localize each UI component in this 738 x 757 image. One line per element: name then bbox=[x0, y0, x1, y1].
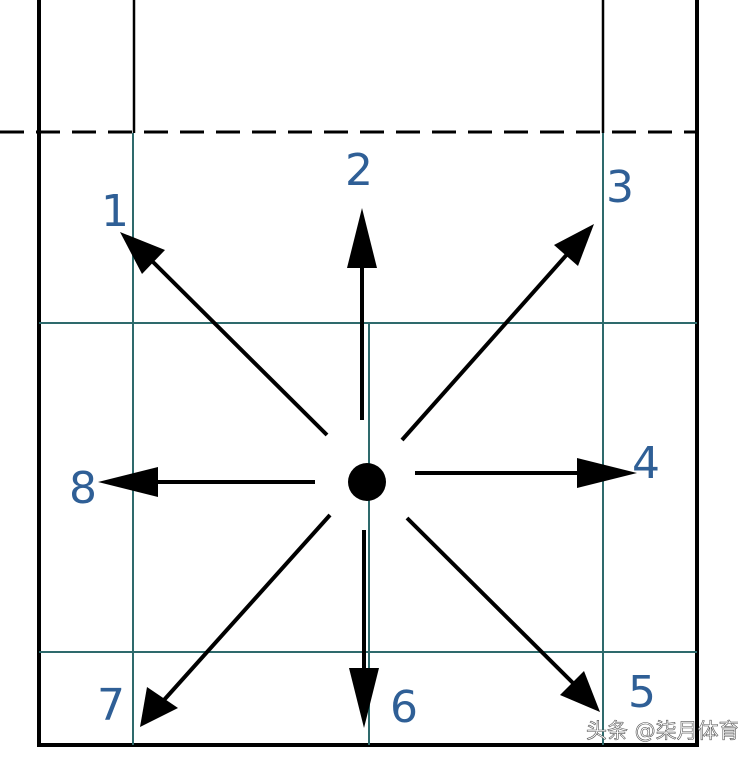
court-lines bbox=[0, 0, 699, 747]
label-6: 6 bbox=[390, 682, 418, 733]
arrows bbox=[98, 208, 637, 728]
label-2: 2 bbox=[345, 145, 373, 196]
arrow-4 bbox=[415, 458, 637, 488]
label-8: 8 bbox=[69, 463, 97, 514]
direction-labels: 1 2 3 4 5 6 7 8 bbox=[69, 145, 660, 733]
arrow-5 bbox=[405, 516, 600, 712]
label-5: 5 bbox=[628, 667, 656, 718]
arrow-2 bbox=[347, 208, 377, 420]
watermark-text: 头条 @柒月体育 bbox=[586, 719, 738, 743]
label-7: 7 bbox=[97, 680, 125, 731]
arrow-3 bbox=[400, 224, 594, 442]
arrow-8 bbox=[98, 467, 315, 497]
player-position-dot bbox=[348, 463, 386, 501]
label-4: 4 bbox=[632, 438, 660, 489]
arrow-1 bbox=[120, 232, 329, 437]
label-1: 1 bbox=[101, 186, 129, 237]
arrow-7 bbox=[140, 513, 332, 727]
arrow-6 bbox=[349, 530, 379, 728]
label-3: 3 bbox=[606, 162, 634, 213]
zone-grid bbox=[39, 133, 697, 745]
